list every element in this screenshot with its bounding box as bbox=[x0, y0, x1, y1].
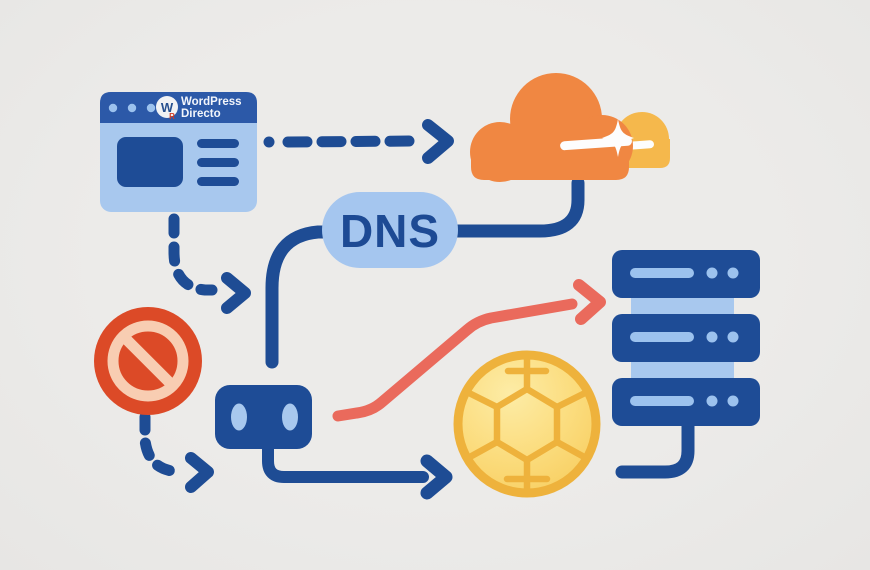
browser-titlebar bbox=[100, 92, 257, 123]
wordpress-logo-accent: R bbox=[169, 112, 175, 121]
arrow-plug-to-server bbox=[332, 279, 606, 422]
titlebar-dot bbox=[108, 103, 118, 113]
cloud-front-orange bbox=[470, 73, 633, 182]
browser-text-line bbox=[197, 158, 239, 167]
connector-plug-icon bbox=[215, 385, 312, 449]
browser-window-icon: W R WordPress Directo bbox=[100, 92, 257, 212]
arrow-browser-to-cloud bbox=[263, 119, 454, 164]
arrow-blocked-to-plug bbox=[139, 411, 214, 493]
no-entry-icon bbox=[94, 307, 202, 415]
dns-badge: DNS bbox=[322, 192, 458, 268]
wordpress-logo-text-line2: Directo bbox=[181, 108, 221, 120]
wordpress-logo-mark: W bbox=[161, 100, 174, 115]
server-unit bbox=[612, 378, 760, 426]
titlebar-dot bbox=[146, 103, 156, 113]
cloud-amber-slit bbox=[626, 140, 654, 150]
arrow-browser-to-dns-line bbox=[168, 213, 251, 314]
line-dns-to-cloud bbox=[449, 176, 585, 238]
wordpress-logo-icon: W R bbox=[156, 96, 178, 121]
browser-content-block bbox=[117, 137, 183, 187]
football-seams bbox=[463, 354, 591, 495]
cloud-sparkle bbox=[602, 119, 634, 157]
arrow-plug-to-football bbox=[262, 442, 453, 500]
cloudflare-cloud-icon bbox=[470, 73, 670, 182]
titlebar-dot bbox=[127, 103, 137, 113]
wordpress-logo-text-line1: WordPress bbox=[181, 96, 242, 108]
plug-socket-hole bbox=[282, 403, 298, 431]
browser-text-line bbox=[197, 139, 239, 148]
line-dns-to-plug bbox=[265, 225, 341, 369]
server-stack-icon bbox=[612, 250, 760, 426]
browser-text-line bbox=[197, 177, 239, 186]
line-server-down bbox=[615, 417, 695, 479]
dns-label: DNS bbox=[340, 205, 440, 257]
server-unit bbox=[612, 314, 760, 362]
plug-socket-hole bbox=[231, 403, 247, 431]
server-unit bbox=[612, 250, 760, 298]
football-icon bbox=[453, 350, 601, 498]
